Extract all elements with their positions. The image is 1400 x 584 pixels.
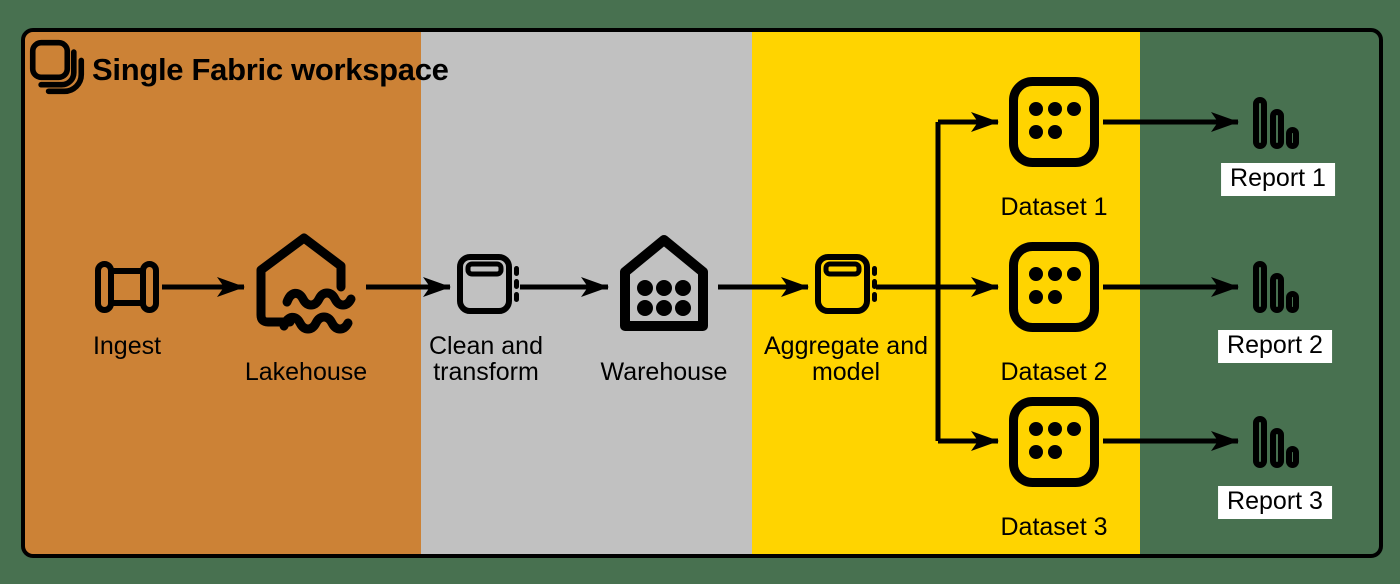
warehouse-icon bbox=[620, 235, 708, 331]
report3-label: Report 3 bbox=[1218, 486, 1332, 519]
aggregate-model-label: Aggregate and model bbox=[763, 332, 929, 386]
report-icon bbox=[1253, 97, 1299, 149]
warehouse-label: Warehouse bbox=[600, 358, 728, 386]
lakehouse-label: Lakehouse bbox=[244, 358, 368, 386]
diagram-title: Single Fabric workspace bbox=[92, 52, 449, 87]
pipeline-icon bbox=[95, 261, 159, 313]
semantic-model-icon bbox=[1009, 242, 1099, 332]
dataset1-label: Dataset 1 bbox=[1000, 193, 1108, 221]
semantic-model-icon bbox=[1009, 77, 1099, 167]
notebook-icon bbox=[815, 254, 877, 314]
dataset2-label: Dataset 2 bbox=[1000, 358, 1108, 386]
clean-transform-label: Clean and transform bbox=[429, 332, 543, 386]
notebook-icon bbox=[457, 254, 519, 314]
semantic-model-icon bbox=[1009, 397, 1099, 487]
lakehouse-icon bbox=[256, 233, 356, 334]
ingest-label: Ingest bbox=[92, 332, 162, 360]
workspace-icon bbox=[29, 39, 85, 95]
report1-label: Report 1 bbox=[1221, 163, 1335, 196]
report-icon bbox=[1253, 416, 1299, 468]
report2-label: Report 2 bbox=[1218, 330, 1332, 363]
dataset3-label: Dataset 3 bbox=[1000, 513, 1108, 541]
report-icon bbox=[1253, 261, 1299, 313]
